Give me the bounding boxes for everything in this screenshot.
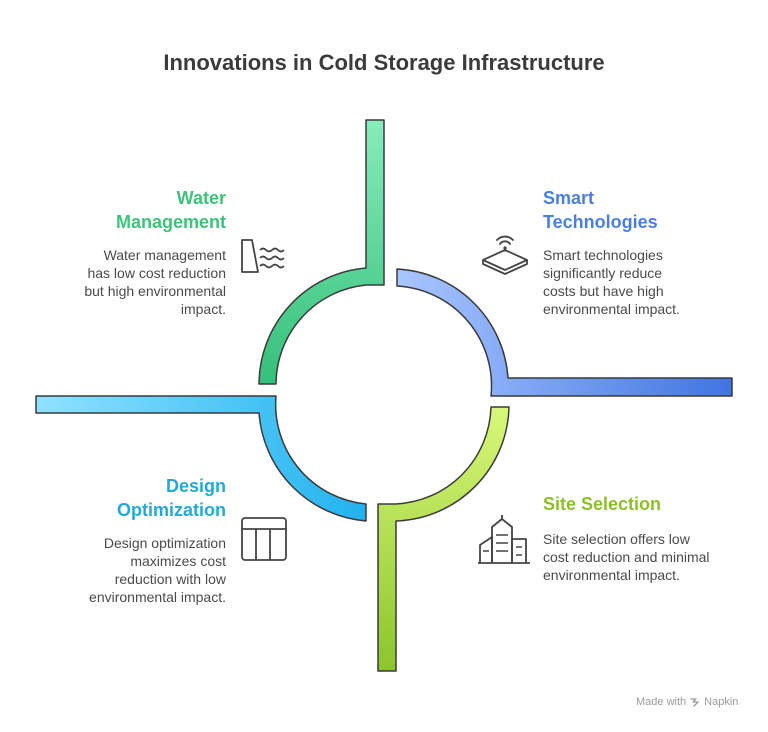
design-desc-line: maximizes cost xyxy=(130,553,226,569)
design-desc-line: Design optimization xyxy=(103,535,226,551)
smart-desc-line: costs but have high xyxy=(543,283,664,299)
napkin-logo-icon xyxy=(690,698,699,707)
smart-heading-line1: Smart xyxy=(543,188,595,208)
made-with-napkin-footer[interactable]: Made with Napkin xyxy=(636,696,738,708)
smart-heading-line2: Technologies xyxy=(543,212,658,232)
water-management-segment xyxy=(258,119,385,385)
design-optimization-description: Design optimization maximizes cost reduc… xyxy=(26,534,226,606)
design-optimization-heading: Design Optimization xyxy=(26,474,226,522)
site-selection-heading: Site Selection xyxy=(543,492,661,516)
site-desc-line: cost reduction and minimal xyxy=(543,549,710,565)
smart-desc-line: environmental impact. xyxy=(543,301,680,317)
water-heading-line1: Water xyxy=(176,188,226,208)
water-dam-icon xyxy=(241,239,285,273)
smart-device-icon xyxy=(482,235,528,275)
site-selection-description: Site selection offers low cost reduction… xyxy=(543,530,710,584)
smart-technologies-heading: Smart Technologies xyxy=(543,186,658,234)
water-desc-line: has low cost reduction xyxy=(87,265,226,281)
water-management-heading: Water Management xyxy=(26,186,226,234)
smart-technologies-description: Smart technologies significantly reduce … xyxy=(543,246,680,318)
smart-desc-line: significantly reduce xyxy=(543,265,663,281)
design-desc-line: reduction with low xyxy=(114,571,226,587)
design-heading-line1: Design xyxy=(165,476,226,496)
smart-desc-line: Smart technologies xyxy=(543,247,663,263)
smart-technologies-segment xyxy=(396,268,733,397)
napkin-brand-label: Napkin xyxy=(704,696,739,708)
site-heading-line1: Site Selection xyxy=(543,494,662,514)
site-desc-line: environmental impact. xyxy=(543,567,680,583)
made-with-label: Made with xyxy=(636,696,687,708)
layout-icon xyxy=(241,517,287,561)
water-desc-line: Water management xyxy=(103,247,226,263)
water-desc-line: impact. xyxy=(180,301,226,317)
water-desc-line: but high environmental xyxy=(84,283,226,299)
site-selection-segment xyxy=(377,406,510,672)
page-title: Innovations in Cold Storage Infrastructu… xyxy=(163,50,605,75)
buildings-icon xyxy=(478,515,530,564)
site-desc-line: Site selection offers low xyxy=(543,531,690,547)
design-desc-line: environmental impact. xyxy=(89,589,226,605)
water-management-description: Water management has low cost reduction … xyxy=(26,246,226,318)
water-heading-line2: Management xyxy=(115,212,226,232)
design-heading-line2: Optimization xyxy=(117,500,226,520)
design-optimization-segment xyxy=(35,395,367,522)
